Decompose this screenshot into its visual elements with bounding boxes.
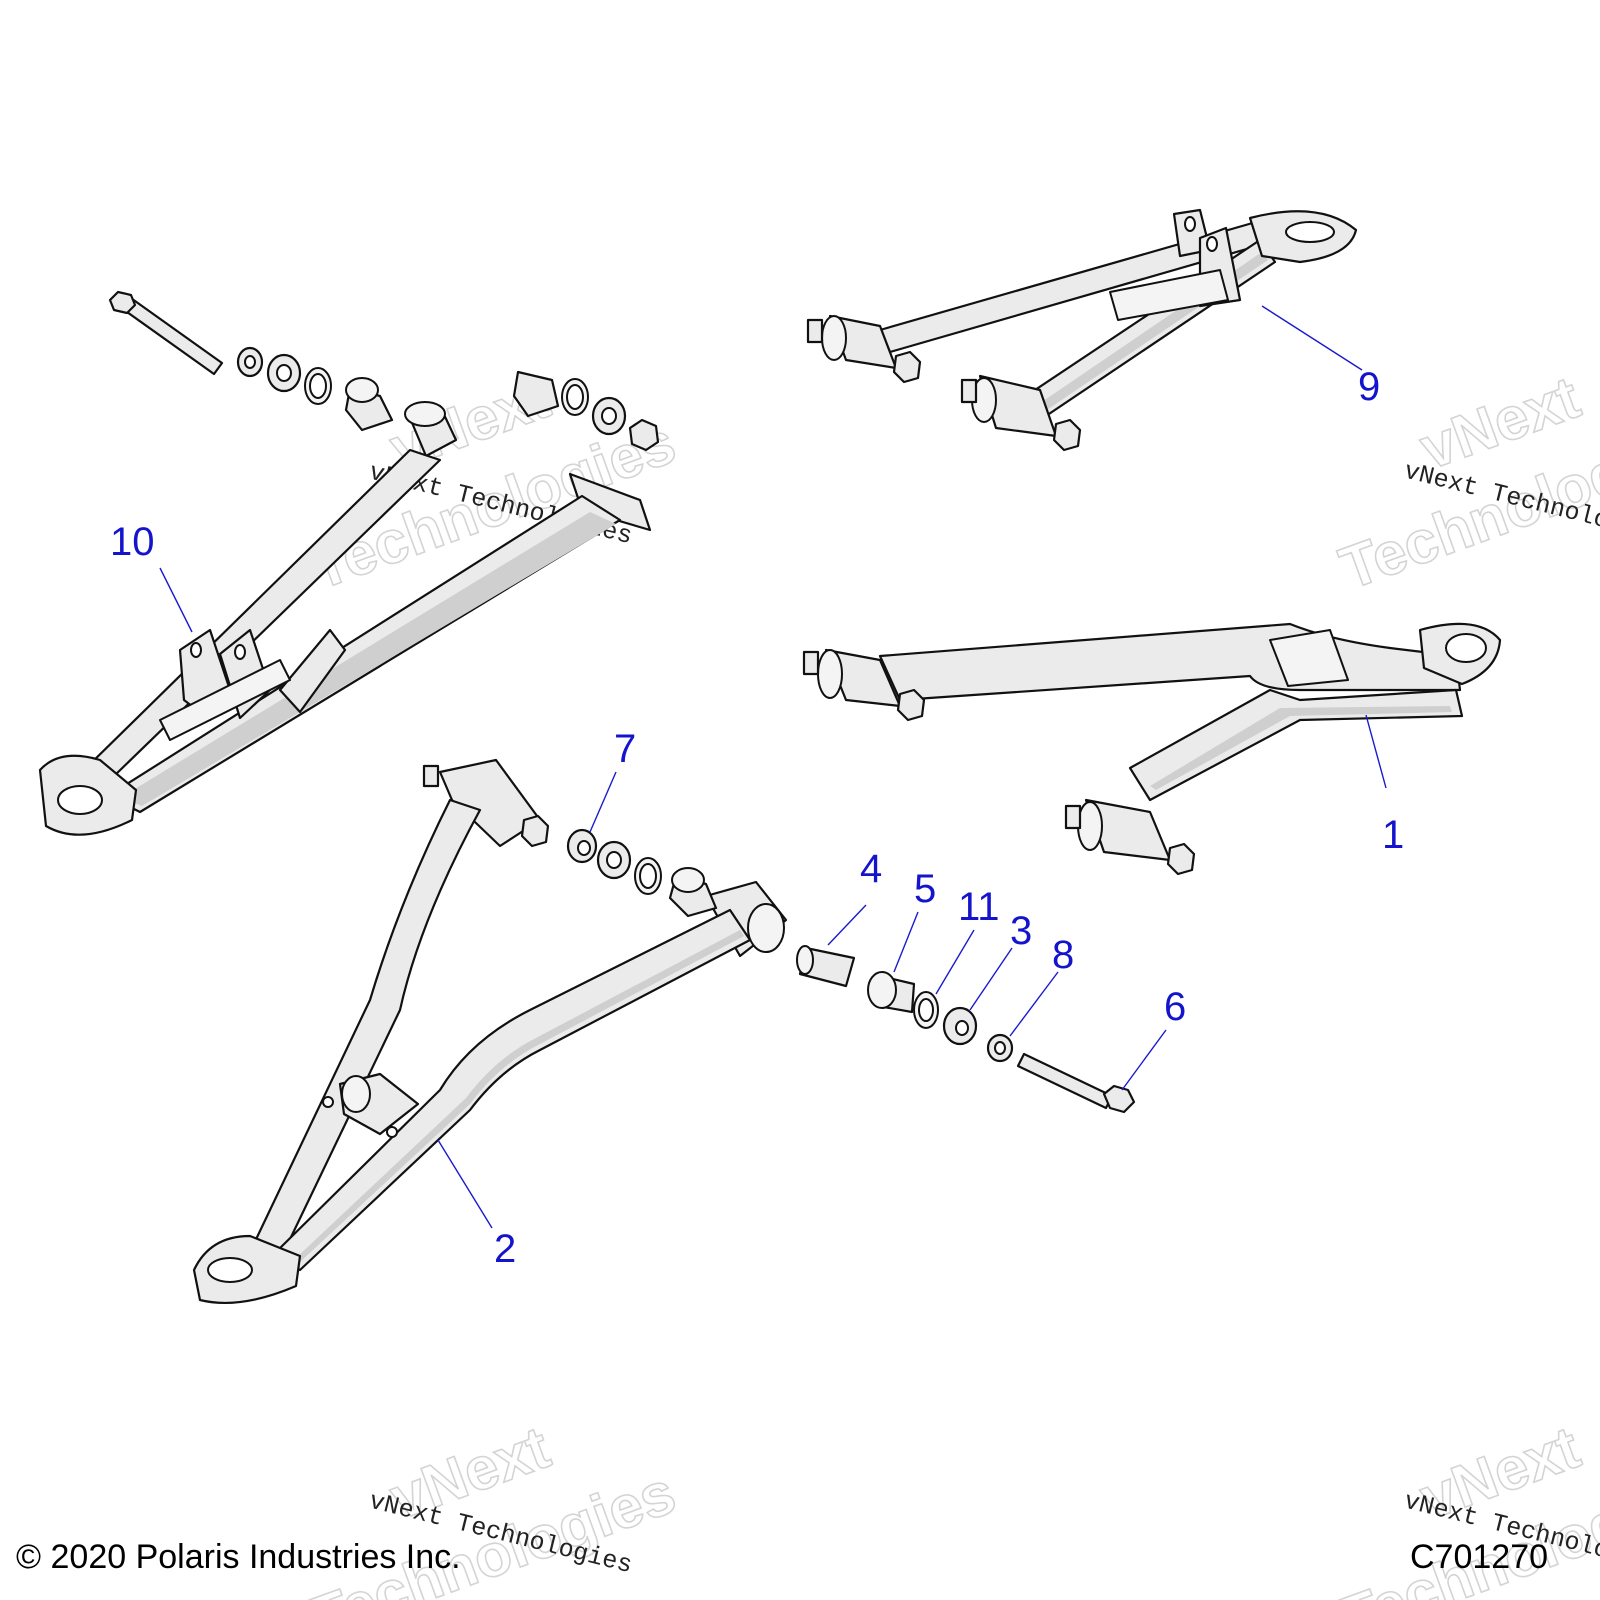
leader-1 [1365, 714, 1387, 789]
leader-9 [1261, 305, 1363, 371]
leader-6 [1121, 1029, 1167, 1091]
callout-11: 11 [958, 885, 1000, 929]
stud [960, 378, 978, 404]
stud [422, 764, 440, 788]
leader-2 [437, 1139, 493, 1229]
callout-10: 10 [110, 520, 155, 564]
leader-8 [1009, 971, 1059, 1037]
cross-plate [1109, 269, 1229, 321]
nut [892, 350, 922, 384]
nut [520, 814, 550, 848]
callout-4: 4 [860, 847, 882, 891]
leader-lines [159, 305, 1387, 1229]
part-10-a-arm [38, 290, 660, 836]
leader-4 [827, 904, 867, 946]
callout-numbers: 9 1 10 7 4 5 11 3 8 6 2 [110, 365, 1404, 1271]
leader-11 [935, 929, 975, 995]
leader-10 [159, 567, 193, 633]
part-9-a-arm [806, 208, 1358, 452]
nut [1052, 418, 1082, 452]
bolt-head [108, 290, 137, 315]
leader-7 [589, 771, 617, 833]
callout-3: 3 [1010, 909, 1032, 953]
callout-2: 2 [494, 1227, 516, 1271]
leader-5 [893, 911, 919, 973]
nut [896, 688, 926, 722]
callout-9: 9 [1358, 365, 1380, 409]
bolt-6-head [1102, 1084, 1136, 1114]
stud [806, 318, 824, 344]
long-bolt-shaft [118, 294, 224, 376]
callout-8: 8 [1052, 933, 1074, 977]
diagram-code: C701270 [1410, 1538, 1548, 1576]
stud [802, 650, 820, 676]
cross-plate [159, 659, 291, 741]
nut [628, 418, 660, 452]
bushing-sleeve-2 [512, 370, 560, 418]
callout-7: 7 [614, 727, 636, 771]
gusset [1269, 629, 1349, 687]
nut [1166, 842, 1196, 876]
stud [1064, 804, 1082, 830]
part-2-a-arm [192, 758, 1136, 1305]
leader-3 [969, 947, 1013, 1011]
part-1-a-arm [802, 622, 1502, 876]
callout-6: 6 [1164, 985, 1186, 1029]
arm-bar-top [878, 622, 1462, 702]
callout-5: 5 [914, 867, 936, 911]
copyright-text: © 2020 Polaris Industries Inc. [16, 1538, 461, 1576]
plate-bracket [278, 628, 347, 714]
arm-bar-bottom [1128, 688, 1464, 802]
bolt-6-shaft [1016, 1052, 1114, 1110]
callout-1: 1 [1382, 813, 1404, 857]
pivot-tube-top [438, 758, 542, 848]
